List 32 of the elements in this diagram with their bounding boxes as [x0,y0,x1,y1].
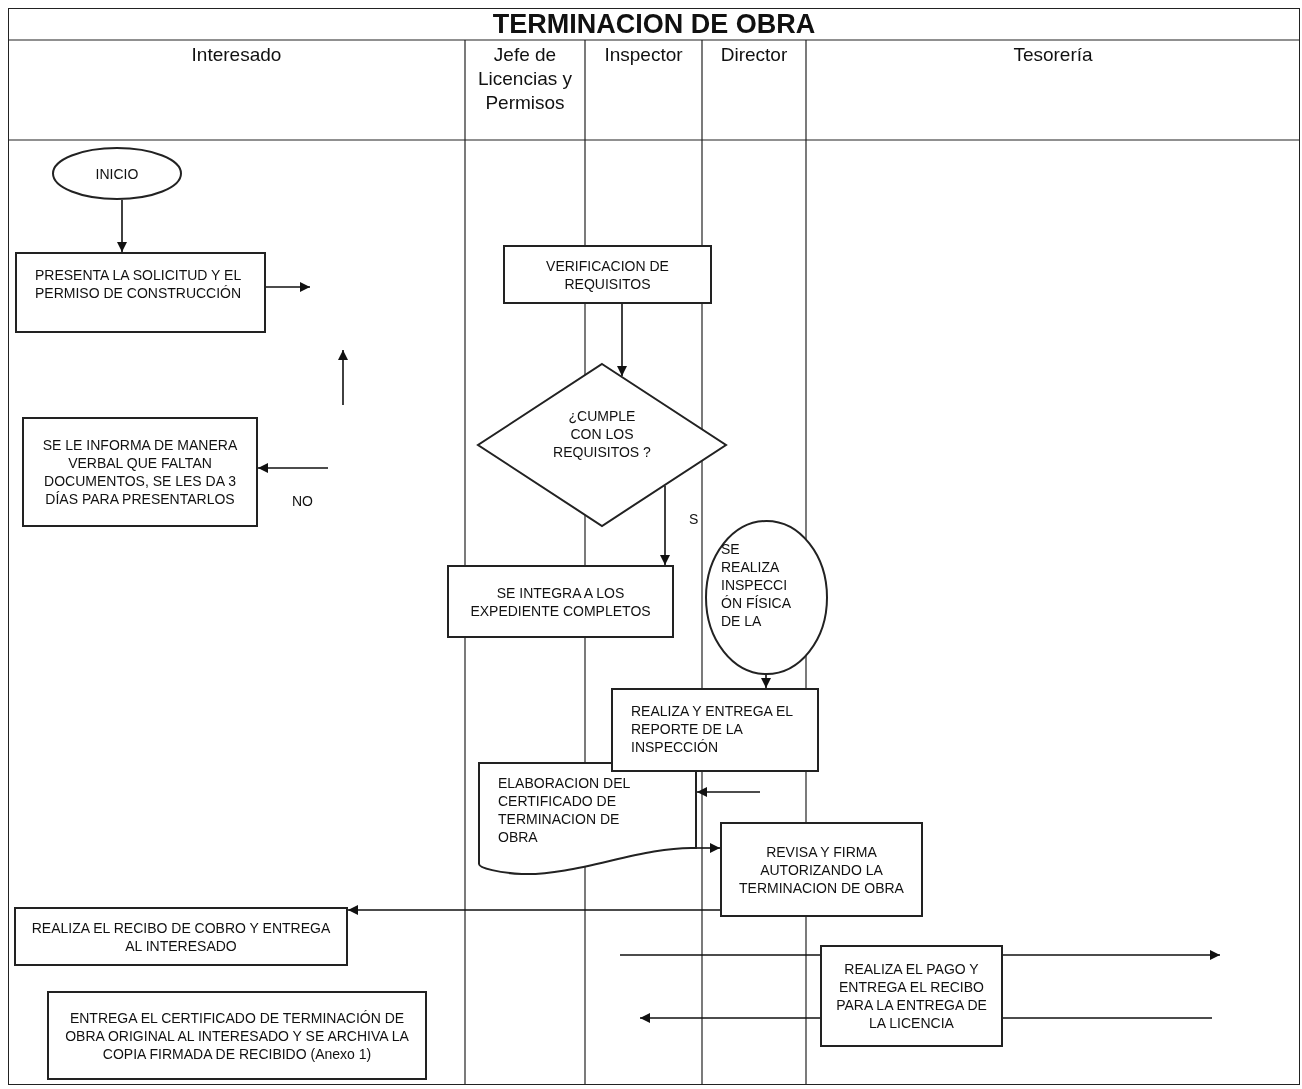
lane-header: Jefe de Licencias y Permisos [477,43,573,115]
process-box: REALIZA EL RECIBO DE COBRO Y ENTREGA AL INTERESADO [14,907,348,966]
arrow [1002,950,1221,960]
arrow [696,787,761,797]
process-box: REVISA Y FIRMA AUTORIZANDO LA TERMINACION DE OBRA [720,822,923,917]
lane-header: Inspector [603,43,684,67]
lane-header: Tesorería [1012,43,1094,67]
connector-line [619,954,821,956]
decision-text: ¿CUMPLE CON LOS REQUISITOS ? [552,407,652,461]
process-box: REALIZA Y ENTREGA EL REPORTE DE LA INSPECCIÓN [611,688,819,772]
connector-line [1002,1017,1213,1019]
process-box: SE LE INFORMA DE MANERA VERBAL QUE FALTAN DOCUMENTOS, SE LES DA 3 DÍAS PARA PRESENTARLOS [22,417,258,527]
arrow [265,282,311,292]
process-box: PRESENTA LA SOLICITUD Y EL PERMISO DE CONSTRUCCIÓN [15,252,266,333]
arrow [639,1013,821,1023]
arrow [257,463,329,473]
document-text: ELABORACION DEL CERTIFICADO DE TERMINACION DE OBRA [498,774,631,846]
lane-header: Interesado [190,43,283,67]
arrow [761,674,771,689]
process-box: VERIFICACION DE REQUISITOS [503,245,712,304]
arrow [660,484,670,566]
diagram-title: TERMINACION DE OBRA [491,9,817,40]
arrow [117,199,127,253]
process-box: ENTREGA EL CERTIFICADO DE TERMINACIÓN DE OBRA ORIGINAL AL INTERESADO Y SE ARCHIVA LA COPIA FIRMADA DE RECIBIDO (Anexo 1) [47,991,427,1080]
arrow [347,905,721,915]
lane-header: Director [719,43,789,67]
arrow [696,843,721,853]
process-box: SE INTEGRA A LOS EXPEDIENTE COMPLETOS [447,565,674,638]
process-box: REALIZA EL PAGO Y ENTREGA EL RECIBO PARA LA ENTREGA DE LA LICENCIA [820,945,1003,1047]
process-text: SE REALIZA INSPECCIÓN FÍSICA DE LA [721,540,792,630]
arrow [617,303,627,377]
terminal-text: INICIO [94,164,140,183]
